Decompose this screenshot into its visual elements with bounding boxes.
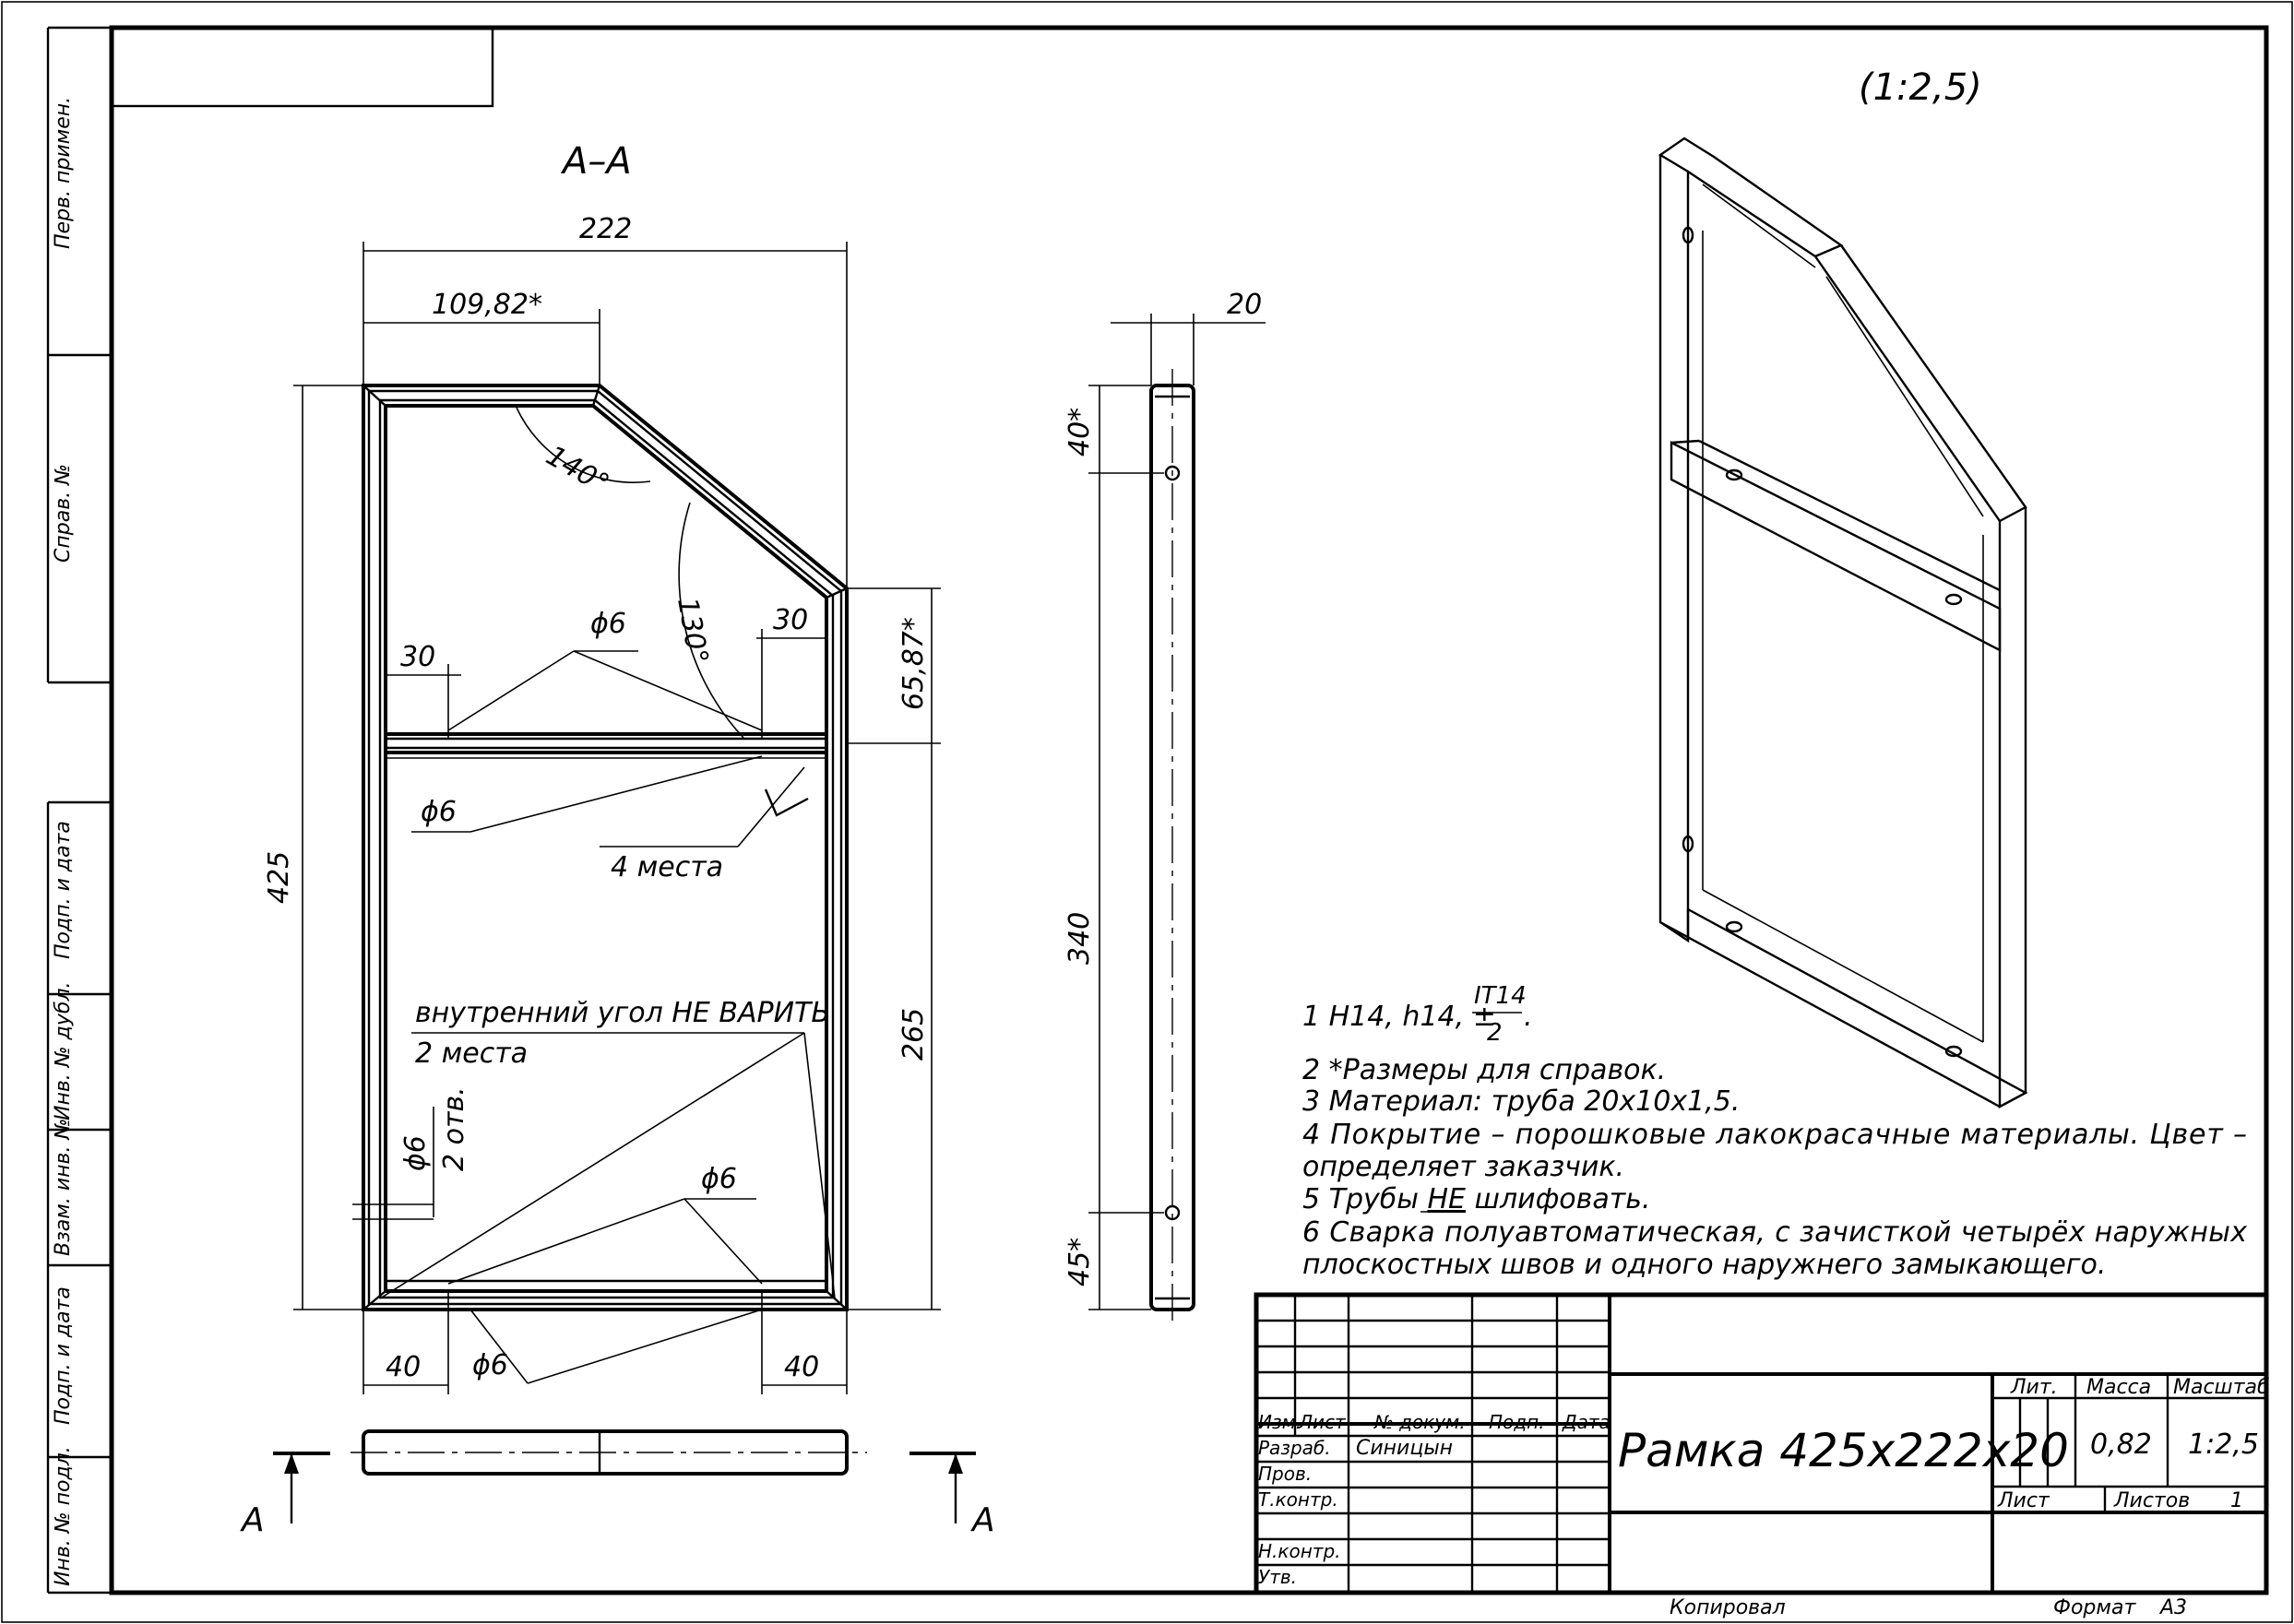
note-3: 3 Материал: труба 20х10х1,5. [1302,1085,1740,1118]
dim-109-82: 109,82* [432,289,542,321]
phi6-bottom: ϕ6 [701,1163,737,1195]
side-hole-bottom [1164,1204,1181,1221]
tb-massa-label: Масса [2086,1376,2151,1399]
phi6-mid: ϕ6 [421,796,457,828]
side-view: 20 40* 340 45* [1064,289,1266,1328]
tb-row-tkontr: Т.контр. [1258,1488,1338,1511]
strip-perv-primen: Перв. примен. [52,97,75,249]
note-5: 5 Трубы НЕ шлифовать. [1302,1183,1650,1215]
strip-inv-dubl: Инв. № дубл. [52,981,75,1120]
frame-outer-contour [362,384,849,1311]
dim-30-right: 30 [773,604,808,636]
bottom-view: A A [240,1429,995,1539]
phi6-side: ϕ6 [399,1135,432,1171]
weld-note: внутренний угол НЕ ВАРИТЬ [415,997,830,1029]
note-1-denominator: 2 [1487,1019,1503,1047]
two-holes: 2 отв. [438,1086,470,1171]
tb-lit-label: Лит. [2010,1376,2058,1399]
frame-outline-2 [367,389,843,1306]
tb-row-utv: Утв. [1258,1566,1297,1588]
strip-vzam-inv: Взам. инв. № [52,1119,75,1256]
top-left-corner-box [110,26,494,108]
dim-40-left: 40 [386,1351,421,1383]
strip-podp-data-1: Подп. и дата [52,821,75,959]
tb-list-label: Лист [1997,1489,2050,1512]
strip-sprav-no: Справ. № [52,464,75,563]
dim-340: 340 [1064,912,1096,965]
tb-header-date: Дата [1562,1411,1611,1433]
note-1-numerator: IT14 [1474,982,1527,1010]
footer-format: Формат [2053,1596,2136,1619]
tb-header-list: Лист [1298,1411,1347,1433]
phi6-under: ϕ6 [472,1349,508,1381]
scale-label: (1:2,5) [1859,66,1982,109]
section-mark-right: A [970,1501,995,1539]
note-1-prefix: 1 H14, h14, ± [1302,1001,1496,1033]
isometric-view [1658,136,2028,1109]
dim-40-right: 40 [784,1351,819,1383]
tb-listov-value: 1 [2230,1489,2243,1512]
tb-listov-label: Листов [2113,1489,2190,1512]
tb-row-razrab: Разраб. [1258,1437,1331,1459]
tb-mass-value: 0,82 [2090,1428,2152,1461]
note-5b: НЕ [1427,1183,1466,1215]
angle-140: 140° [541,440,614,501]
note-1-suffix: . [1524,1001,1533,1033]
tb-header-podp: Подп. [1489,1411,1545,1433]
tb-row-prov: Пров. [1258,1463,1312,1485]
note-4a: 4 Покрытие – порошковые лакокрасачные ма… [1302,1119,2247,1151]
phi6-top: ϕ6 [590,608,626,640]
strip-inv-podl: Инв. № подл. [52,1446,75,1586]
tb-developer: Синицын [1356,1437,1453,1460]
dim-222: 222 [579,213,632,245]
front-view [362,384,849,1311]
dim-30-left: 30 [400,641,435,673]
section-mark-left: A [240,1501,265,1539]
dim-65-87: 65,87* [897,617,930,710]
footer-format-value: A3 [2158,1596,2187,1619]
frame-inner-outline [378,398,835,1299]
tb-scale-value: 1:2,5 [2188,1428,2259,1461]
tb-header-doc: № докум. [1373,1411,1466,1433]
note-2: 2 *Размеры для справок. [1302,1054,1666,1086]
dim-20: 20 [1227,289,1262,321]
tb-header-izm: Изм. [1258,1411,1302,1433]
front-view-callouts: ϕ6 ϕ6 4 места внутренний угол НЕ ВАРИТЬ … [352,608,836,1384]
section-label: A–A [560,140,632,183]
footer-copied: Копировал [1670,1596,1786,1619]
dim-40-side: 40* [1064,408,1096,456]
drawing-frame [109,25,2269,1595]
two-places: 2 места [415,1037,528,1070]
note-6a: 6 Сварка полуавтоматическая, с зачисткой… [1302,1216,2247,1249]
tb-row-nkontr: Н.контр. [1258,1540,1341,1562]
technical-notes: 1 H14, h14, ± IT14 2 . 2 *Размеры для сп… [1302,982,2247,1281]
note-6b: плоскостных швов и одного наружнего замы… [1302,1249,2106,1281]
frame-inner-contour [384,404,828,1293]
crossbar [384,732,828,754]
strip-podp-data-2: Подп. и дата [52,1286,75,1425]
tb-masshtab-label: Масштаб [2173,1376,2270,1399]
corner-seam [591,385,601,407]
dim-265: 265 [897,1008,930,1061]
dim-425: 425 [263,851,295,904]
four-places: 4 места [611,851,723,883]
side-hole-top [1164,465,1181,481]
dim-45-side: 45* [1064,1238,1096,1286]
note-5a: 5 Трубы [1302,1183,1427,1215]
tb-part-name: Рамка 425х222х20 [1618,1424,2069,1477]
angle-130: 130° [671,595,714,666]
title-block: Изм. Лист № докум. Подп. Дата Разраб. Пр… [1254,1292,2270,1595]
note-4b: определяет заказчик. [1302,1151,1624,1183]
note-5c: шлифовать. [1466,1183,1650,1215]
